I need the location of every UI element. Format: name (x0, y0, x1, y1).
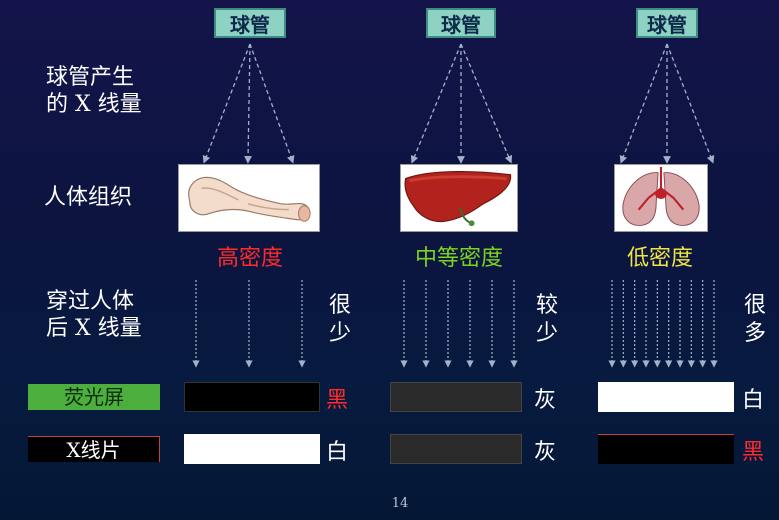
screen-swatch-medium (390, 382, 522, 412)
amount-label-low-line1: 很 (742, 292, 768, 320)
density-label-high: 高密度 (190, 240, 310, 272)
lungs-icon (614, 164, 708, 232)
tube-arrow-3-1 (622, 44, 667, 160)
tube-arrow-2-1 (413, 44, 461, 160)
row-label-xray-produced-line2: 的 X 线量 (46, 91, 142, 118)
row-label-xray-through-line1: 穿过人体 (46, 288, 142, 315)
tag-x-ray-film: X线片 (28, 436, 160, 462)
tube-arrows (205, 44, 712, 160)
film-result-high: 白 (326, 434, 348, 466)
amount-label-high: 很 少 (327, 292, 353, 348)
tube-arrow-2-3 (461, 44, 510, 160)
amount-label-high-line2: 少 (327, 320, 353, 348)
liver-icon (400, 164, 518, 232)
x-ray-tube-3: 球管 (636, 8, 698, 38)
film-result-low: 黑 (742, 434, 764, 466)
amount-label-medium-line1: 较 (534, 292, 560, 320)
density-label-low: 低密度 (606, 240, 714, 272)
row-label-xray-produced-line1: 球管产生 (46, 64, 142, 91)
page-number: 14 (380, 496, 420, 511)
screen-result-high: 黑 (326, 382, 348, 414)
amount-label-medium-line2: 少 (534, 320, 560, 348)
screen-result-medium: 灰 (534, 382, 556, 414)
amount-label-low-line2: 多 (742, 320, 768, 348)
transmitted-ray-arrows (196, 280, 714, 364)
tube-arrow-3-3 (667, 44, 712, 160)
screen-swatch-low (598, 382, 734, 412)
row-label-xray-produced: 球管产生 的 X 线量 (46, 64, 142, 118)
row-label-tissue: 人体组织 (44, 184, 132, 211)
x-ray-tube-2: 球管 (426, 8, 496, 38)
film-result-medium: 灰 (534, 434, 556, 466)
tube-arrow-1-2 (248, 44, 250, 160)
screen-swatch-high (184, 382, 320, 412)
screen-result-low: 白 (742, 382, 764, 414)
amount-label-low: 很 多 (742, 292, 768, 348)
amount-label-high-line1: 很 (327, 292, 353, 320)
amount-label-medium: 较 少 (534, 292, 560, 348)
film-swatch-low (598, 434, 734, 464)
row-label-xray-through: 穿过人体 后 X 线量 (46, 288, 142, 342)
film-swatch-medium (390, 434, 522, 464)
bone-icon (178, 164, 320, 232)
x-ray-tube-1: 球管 (214, 8, 286, 38)
tube-arrow-1-1 (205, 44, 250, 160)
density-label-medium: 中等密度 (400, 240, 518, 272)
tag-fluorescent-screen: 荧光屏 (28, 384, 160, 410)
film-swatch-high (184, 434, 320, 464)
row-label-xray-through-line2: 后 X 线量 (46, 315, 142, 342)
tube-arrow-1-3 (250, 44, 292, 160)
